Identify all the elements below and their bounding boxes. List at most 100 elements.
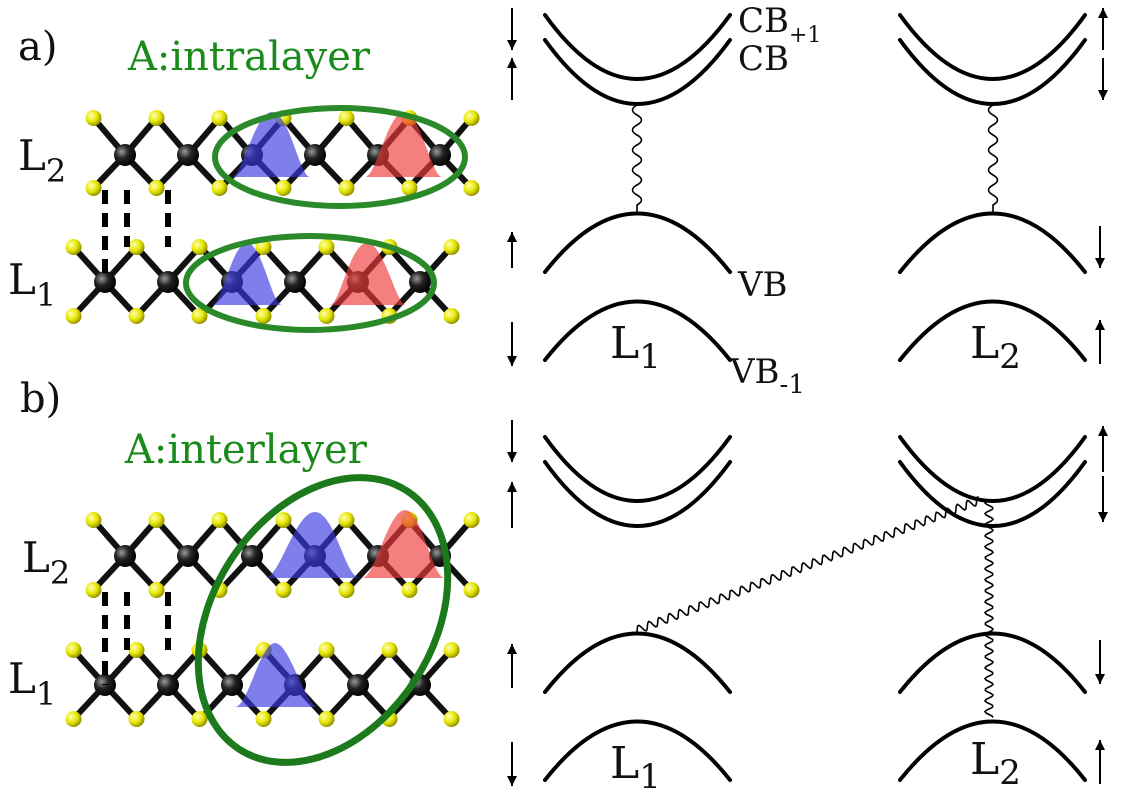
chalcogen-atom xyxy=(463,512,480,528)
chalcogen-atom xyxy=(443,239,460,255)
spin-down-arrowhead xyxy=(1095,674,1105,684)
spin-up-arrowhead xyxy=(1095,320,1105,330)
exciton-ellipse-L1 xyxy=(183,233,437,333)
cb-label: CB xyxy=(738,39,789,79)
panel-b-bands: L 1 L2 xyxy=(543,435,1087,794)
chalcogen-atom xyxy=(211,180,228,196)
spin-down-arrowhead xyxy=(1095,258,1105,268)
vb-label: VB xyxy=(737,265,788,305)
panel-a-structure: a) A:intralayer L2 L1 xyxy=(8,24,480,333)
exciton-coupling-wavy-L2 xyxy=(987,104,999,214)
band-cb-L2 xyxy=(898,38,1087,106)
band-L1-sub: 1 xyxy=(639,337,661,377)
hole-density-peak xyxy=(235,643,318,707)
metal-atom xyxy=(284,271,306,293)
panel-a-layer-top-label: L xyxy=(18,131,46,180)
hole-density-peak xyxy=(212,243,282,305)
panel-a-title: A:intralayer xyxy=(127,34,371,80)
panel-a-bands: CB+1 CB VB VB-1 L1 L2 xyxy=(543,1,1087,400)
chalcogen-atom xyxy=(65,308,82,324)
cb-plus1-label: CB xyxy=(738,1,789,41)
chalcogen-atom xyxy=(318,711,335,727)
chalcogen-atom xyxy=(191,308,208,324)
svg-text:L2: L2 xyxy=(22,533,70,592)
spin-up-arrowhead xyxy=(1098,426,1108,436)
band-L2-sub: 2 xyxy=(999,753,1021,793)
band-cb-L2 xyxy=(898,460,1087,528)
chalcogen-atom xyxy=(381,642,398,658)
spin-down-arrowhead xyxy=(1098,512,1108,522)
spin-arrows xyxy=(507,8,1108,786)
chalcogen-atom xyxy=(191,711,208,727)
svg-text:L1: L1 xyxy=(610,318,661,377)
spin-up-arrowhead xyxy=(507,58,517,68)
band-L2-label: L xyxy=(970,318,999,369)
exciton-ellipse-interlayer xyxy=(194,474,452,766)
band-cb-plus1-L1 xyxy=(543,13,732,81)
spin-down-arrowhead xyxy=(507,776,517,786)
panel-b-layer-top-label: L xyxy=(22,533,50,582)
band-vb-minus1-L2 xyxy=(898,299,1087,362)
svg-text:L1: L1 xyxy=(8,255,56,314)
band-vb-L2 xyxy=(898,631,1087,694)
chalcogen-atom xyxy=(443,308,460,324)
chalcogen-atom xyxy=(401,180,418,196)
chalcogen-atom xyxy=(191,239,208,255)
electron-density-peak xyxy=(330,243,406,305)
chalcogen-atom xyxy=(318,239,335,255)
chalcogen-atom xyxy=(128,642,145,658)
chalcogen-atom xyxy=(443,642,460,658)
band-vb-minus1-L1 xyxy=(543,299,732,362)
band-vb-L1 xyxy=(543,631,732,694)
chalcogen-atom xyxy=(85,180,102,196)
chalcogen-atom xyxy=(338,582,355,598)
chalcogen-atom xyxy=(65,239,82,255)
chalcogen-atom xyxy=(463,110,480,126)
spin-down-arrowhead xyxy=(507,356,517,366)
band-L1-sub: 1 xyxy=(639,757,661,794)
spin-up-arrowhead xyxy=(507,232,517,242)
panel-a-layer-top-sub: 2 xyxy=(46,152,66,190)
chalcogen-atom xyxy=(338,512,355,528)
exciton-coupling-wavy-L1 xyxy=(631,104,643,214)
spin-down-arrowhead xyxy=(507,452,517,462)
metal-atom xyxy=(114,545,136,567)
chalcogen-atom xyxy=(148,180,165,196)
chalcogen-atom xyxy=(463,180,480,196)
panel-a-letter: a) xyxy=(18,24,57,70)
metal-atom xyxy=(94,271,116,293)
chalcogen-atom xyxy=(255,239,272,255)
metal-atom xyxy=(241,545,263,567)
vb-minus1-label: VB xyxy=(729,352,780,392)
panel-a-layer-bottom-sub: 1 xyxy=(36,276,56,314)
chalcogen-atom xyxy=(275,582,292,598)
panel-b-layer-bottom-label: L xyxy=(8,654,36,703)
chalcogen-atom xyxy=(85,582,102,598)
svg-text:L2: L2 xyxy=(970,734,1021,793)
chalcogen-atom xyxy=(85,512,102,528)
spin-up-arrowhead xyxy=(1098,8,1108,18)
band-vb-minus1-L1 xyxy=(543,719,732,782)
exciton-coupling-wavy-interlayer xyxy=(631,495,979,636)
vb-minus1-sub: -1 xyxy=(780,370,805,400)
svg-text:L2: L2 xyxy=(970,318,1021,377)
cb-plus1-sub: +1 xyxy=(789,23,821,48)
band-L2-label: L xyxy=(970,734,999,785)
chalcogen-atom xyxy=(128,308,145,324)
chalcogen-atom xyxy=(463,582,480,598)
exciton-coupling-wavy-L2 xyxy=(983,499,995,718)
panel-b-structure: b) A:interlayer L2 L1 xyxy=(8,376,480,766)
chalcogen-atom xyxy=(255,308,272,324)
panel-b-layer-bottom-sub: 1 xyxy=(36,675,56,713)
svg-text:VB-1: VB-1 xyxy=(729,352,805,400)
metal-atom xyxy=(409,271,431,293)
band-L2-sub: 2 xyxy=(999,337,1021,377)
hole-density-peak xyxy=(265,512,360,578)
electron-density-peak xyxy=(365,112,442,177)
metal-atom xyxy=(221,674,243,696)
metal-atom xyxy=(177,545,199,567)
panel-b-title: A:interlayer xyxy=(124,427,368,473)
chalcogen-atom xyxy=(148,582,165,598)
hole-density-peak xyxy=(232,112,310,177)
